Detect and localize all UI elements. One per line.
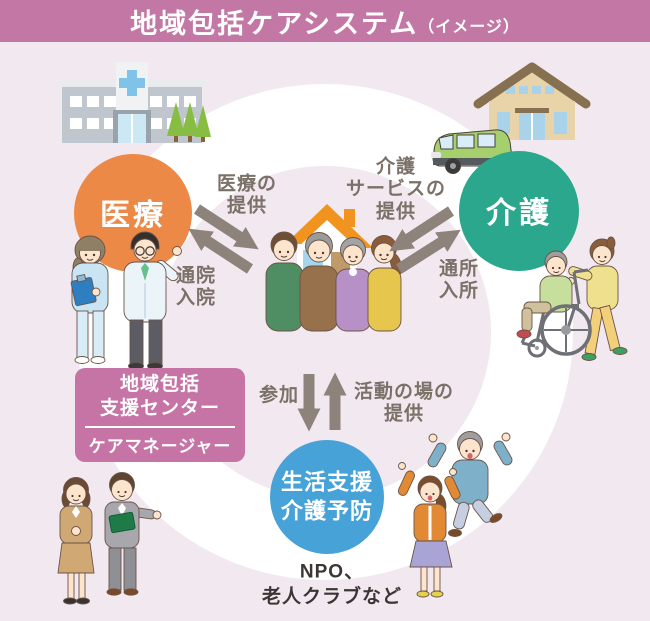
activity-place-provision-label: 活動の場の 提供 (353, 381, 455, 425)
care-node-circle (459, 151, 579, 271)
wheelchair-care-illustration (516, 236, 628, 361)
page-title: 地域包括ケアシステム (130, 8, 419, 39)
hospital-icon (58, 62, 211, 143)
care-manager-label: ケアマネージャー (88, 436, 232, 456)
care-manager-staff-illustration (57, 472, 162, 605)
facility-visit-label: 通所 入所 (438, 258, 480, 302)
care-node-label: 介護 (486, 197, 552, 230)
life-support-node-circle (270, 440, 384, 554)
arrow-medical-provision (193, 204, 259, 250)
tree-icon (167, 102, 211, 142)
arrow-hospital-visit (188, 228, 254, 274)
npo-note: NPO、 老人クラブなど (261, 561, 403, 607)
nurse-and-doctor-illustration (70, 231, 182, 370)
medical-node-label: 医療 (100, 199, 166, 232)
medical-cross-icon (119, 70, 145, 96)
page-title-suffix: （イメージ） (418, 18, 520, 36)
arrow-care-provision (389, 206, 455, 252)
support-center-label: 地域包括 支援センター (99, 374, 220, 419)
medical-provision-label: 医療の 提供 (216, 173, 278, 217)
care-service-provision-label: 介護 サービスの 提供 (345, 156, 447, 223)
hospital-visit-label: 通院 入院 (175, 265, 217, 309)
title-bar: 地域包括ケアシステム （イメージ） (0, 0, 650, 42)
active-seniors-illustration (397, 431, 513, 598)
participation-label: 参加 (258, 384, 300, 406)
life-support-node-label: 生活支援 介護予防 (280, 469, 374, 523)
care-facility-icon (473, 62, 591, 140)
support-center-box: 地域包括 支援センター ケアマネージャー (75, 368, 245, 462)
arrow-facility-visit (396, 229, 461, 274)
support-center-divider (85, 425, 235, 428)
medical-node-circle (74, 154, 192, 272)
flow-arrows (188, 204, 461, 432)
